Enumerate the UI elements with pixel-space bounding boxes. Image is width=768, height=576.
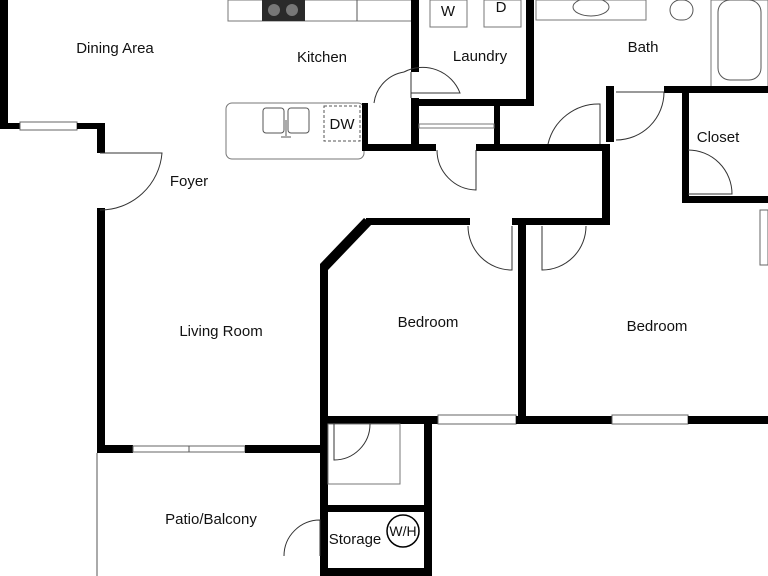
window-bedroom-2 <box>611 414 689 425</box>
bath-vanity <box>535 0 647 21</box>
window-dining <box>19 121 78 131</box>
wall <box>411 98 419 150</box>
wall <box>320 218 372 270</box>
wall <box>664 86 768 93</box>
wall <box>320 568 432 576</box>
wall <box>424 418 432 576</box>
door-bedroom-1 <box>467 225 513 271</box>
kitchen-sink-right-basin <box>287 107 310 134</box>
bathtub-basin <box>717 0 762 81</box>
wall <box>362 144 436 151</box>
window-bedroom-side <box>759 209 768 266</box>
room-label-kitchen: Kitchen <box>297 49 347 66</box>
door-bath <box>547 103 601 145</box>
dishwasher-label: DW <box>330 116 356 133</box>
door-linen-closet <box>687 149 733 195</box>
wall <box>97 445 133 453</box>
wall <box>362 103 368 151</box>
window-bedroom-1 <box>437 414 517 425</box>
washer-label: W <box>441 3 456 20</box>
wall <box>411 99 534 106</box>
wall <box>320 416 438 424</box>
dryer <box>483 0 522 28</box>
wall <box>516 416 612 424</box>
wall <box>602 144 610 224</box>
room-label-dining: Dining Area <box>76 40 154 57</box>
toilet <box>669 0 694 21</box>
room-label-storage: Storage <box>329 531 382 548</box>
wall <box>682 86 689 201</box>
wall <box>0 123 20 129</box>
wall <box>518 220 526 422</box>
wall <box>366 218 470 225</box>
door-storage <box>283 519 321 557</box>
door-kitchen-closet <box>373 71 405 104</box>
water-heater <box>386 514 420 548</box>
room-label-patio: Patio/Balcony <box>165 511 257 528</box>
bath-sink <box>572 0 610 17</box>
wall <box>606 86 614 142</box>
stove-burner-left <box>268 4 280 16</box>
door-bedroom-closet <box>333 423 371 461</box>
stove-burner-right <box>286 4 298 16</box>
room-label-closet: Closet <box>697 129 740 146</box>
wall <box>320 424 328 576</box>
room-label-living: Living Room <box>179 323 262 340</box>
wall <box>411 0 419 72</box>
kitchen-counter-top <box>227 0 413 22</box>
kitchen-sink-left-basin <box>262 107 285 134</box>
washer <box>429 0 468 28</box>
door-laundry <box>403 66 461 98</box>
wall <box>688 416 768 424</box>
wall <box>494 106 500 150</box>
wall <box>245 445 328 453</box>
wall <box>320 505 432 512</box>
wall <box>512 218 610 225</box>
wall <box>97 208 105 453</box>
room-label-foyer: Foyer <box>170 173 208 190</box>
dryer-label: D <box>496 0 507 16</box>
sink-faucet-icon <box>281 120 291 138</box>
wall <box>320 264 328 454</box>
water-heater-label: W/H <box>389 523 416 539</box>
wall <box>77 123 105 129</box>
wall <box>682 196 768 203</box>
door-bedroom-2 <box>541 225 587 271</box>
dishwasher <box>323 105 361 142</box>
wall <box>526 0 534 106</box>
room-label-bedroom-2: Bedroom <box>627 318 688 335</box>
wall <box>476 144 608 151</box>
door-entry <box>99 152 163 211</box>
room-label-bath: Bath <box>628 39 659 56</box>
room-label-laundry: Laundry <box>453 48 508 65</box>
shelf-line <box>418 123 495 129</box>
closet-shelf <box>327 423 401 485</box>
wall <box>0 0 8 128</box>
door-bath-inner <box>615 91 665 141</box>
wall <box>97 123 105 153</box>
room-label-bedroom-1: Bedroom <box>398 314 459 331</box>
door-hall-closet <box>436 149 477 191</box>
